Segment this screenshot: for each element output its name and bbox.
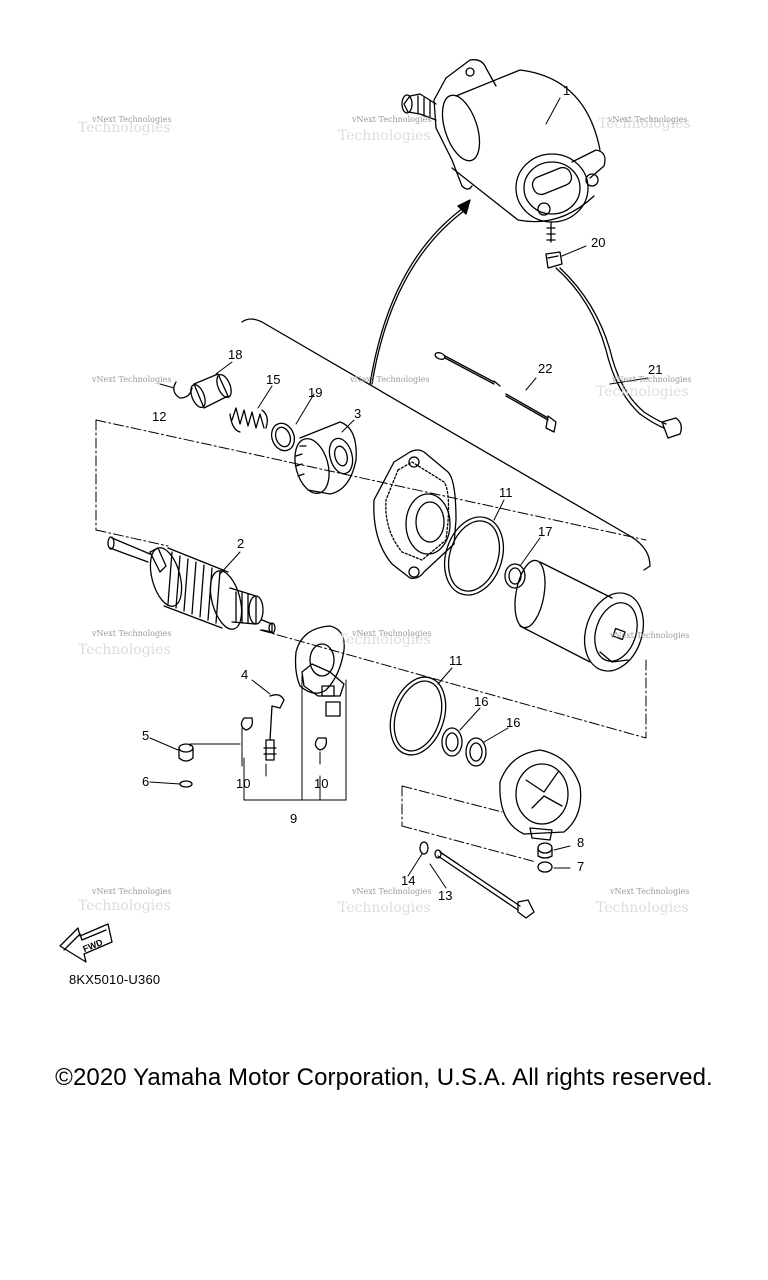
callout-5: 5 (142, 728, 149, 743)
callout-10: 10 (236, 776, 250, 791)
callout-14: 14 (401, 873, 415, 888)
watermark-faint: Technologies (338, 632, 431, 648)
watermark-faint: Technologies (78, 642, 171, 658)
callout-16: 16 (506, 715, 520, 730)
seals-16 (441, 727, 487, 767)
callout-19: 19 (308, 385, 322, 400)
through-bolt (434, 849, 535, 919)
watermark-text: vNext Technologies (351, 115, 431, 124)
copyright-notice: ©2020 Yamaha Motor Corporation, U.S.A. A… (55, 1064, 713, 1091)
watermark-text: vNext Technologies (349, 375, 429, 384)
callout-18: 18 (228, 347, 242, 362)
o-ring-lower (389, 676, 447, 756)
watermark-faint: Technologies (338, 128, 431, 144)
callout-16: 16 (474, 694, 488, 709)
front-bracket (373, 449, 457, 580)
callout-12: 12 (152, 409, 166, 424)
seal-17 (504, 563, 526, 589)
callout-7: 7 (577, 859, 584, 874)
callout-13: 13 (438, 888, 452, 903)
exploded-parts-diagram: FWD Technologies vNext Technologies Tech… (59, 59, 691, 963)
callout-9: 9 (290, 811, 297, 826)
callout-10: 10 (314, 776, 328, 791)
callout-3: 3 (354, 406, 361, 421)
callout-4: 4 (241, 667, 248, 682)
brush-holder-plate (263, 625, 345, 761)
starter-cable (545, 251, 682, 439)
watermark-text: vNext Technologies (351, 887, 431, 896)
watermark-text: vNext Technologies (351, 629, 431, 638)
starter-motor-assembly (401, 59, 606, 243)
watermark-faint: Technologies (596, 900, 689, 916)
callout-labels: 1 2 3 4 5 6 7 8 9 10 10 11 11 12 13 14 1… (142, 83, 662, 903)
watermark-faint: Technologies (78, 120, 171, 136)
leader-lines (95, 97, 649, 889)
o-ring-upper (443, 516, 505, 596)
callout-15: 15 (266, 372, 280, 387)
watermark-faint: Technologies (596, 384, 689, 400)
callout-8: 8 (577, 835, 584, 850)
watermark-text: vNext Technologies (607, 115, 687, 124)
watermark-text: vNext Technologies (91, 887, 171, 896)
watermark-faint: Technologies (598, 116, 691, 132)
pinion-gear (294, 421, 357, 495)
callout-11: 11 (499, 485, 513, 500)
callout-1: 1 (563, 83, 570, 98)
watermark-text: vNext Technologies (611, 375, 691, 384)
callout-6: 6 (142, 774, 149, 789)
watermark-text: vNext Technologies (609, 631, 689, 640)
watermark-text: vNext Technologies (609, 887, 689, 896)
bolts-22 (434, 352, 557, 433)
callout-17: 17 (538, 524, 552, 539)
rear-cover (499, 749, 582, 841)
hardware-small (178, 743, 553, 873)
diagram-code: 8KX5010-U360 (69, 972, 161, 987)
yoke-housing (514, 559, 645, 672)
watermark-text: vNext Technologies (91, 375, 171, 384)
watermark-faint: Technologies (338, 900, 431, 916)
callout-20: 20 (591, 235, 605, 250)
armature (107, 536, 276, 634)
clips-10 (240, 717, 328, 751)
fwd-arrow-icon (59, 923, 113, 963)
callout-22: 22 (538, 361, 552, 376)
callout-2: 2 (237, 536, 244, 551)
watermark-faint: Technologies (78, 898, 171, 914)
watermarks: Technologies vNext Technologies Technolo… (78, 115, 691, 916)
leader-arrow (369, 199, 471, 385)
callout-21: 21 (648, 362, 662, 377)
watermark-text: vNext Technologies (91, 629, 171, 638)
watermark-text: vNext Technologies (91, 115, 171, 124)
callout-11: 11 (449, 653, 463, 668)
